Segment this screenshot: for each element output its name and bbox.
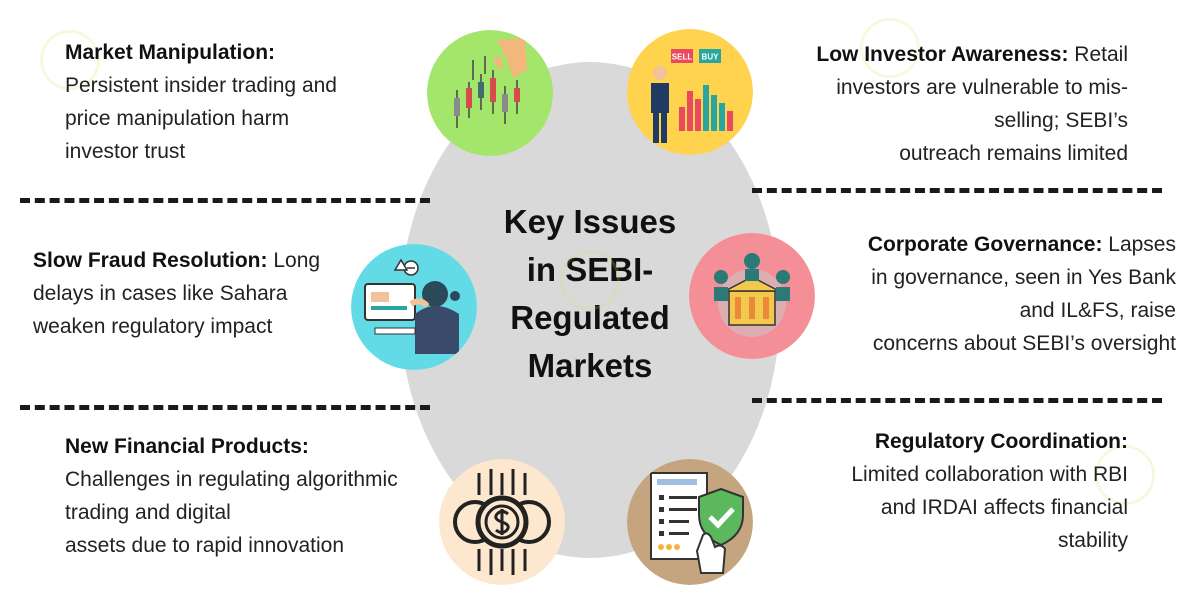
issue-slow-fraud-resolution: Slow Fraud Resolution: Long delays in ca… [33, 244, 373, 343]
issue-text-line: investors are vulnerable to mis- [836, 76, 1128, 99]
sell-label: SELL [672, 53, 693, 62]
watermark [860, 18, 920, 78]
issue-low-investor-awareness: Low Investor Awareness: Retail investors… [760, 38, 1128, 170]
digital-currency-icon [439, 459, 565, 585]
issue-text-line: weaken regulatory impact [33, 315, 273, 338]
issue-new-financial-products: New Financial Products: Challenges in re… [65, 430, 445, 562]
issue-regulatory-coordination: Regulatory Coordination: Limited collabo… [790, 425, 1128, 557]
watermark [1095, 445, 1155, 505]
issue-heading: Slow Fraud Resolution: [33, 249, 268, 272]
divider-left-bottom [20, 405, 430, 410]
issue-text-line: and IL&FS, raise [1019, 299, 1176, 322]
divider-left-top [20, 198, 430, 203]
issue-text-line: in governance, seen in Yes Bank [871, 266, 1176, 289]
issue-text-line: stability [1057, 529, 1128, 552]
issue-text-line: outreach remains limited [899, 142, 1128, 165]
watermark [560, 250, 620, 310]
issue-text-line: delays in cases like Sahara [33, 282, 288, 305]
issue-heading: Market Manipulation: [65, 41, 276, 64]
issue-heading: Corporate Governance: [867, 233, 1103, 256]
candlestick-chart-icon [427, 30, 553, 156]
issue-text-line: assets due to rapid innovation [65, 534, 345, 557]
issue-heading: Regulatory Coordination: [874, 430, 1128, 453]
issue-text-line: and IRDAI affects financial [880, 496, 1128, 519]
issue-corporate-governance: Corporate Governance: Lapses in governan… [800, 228, 1176, 360]
divider-right-top [752, 188, 1162, 193]
issue-text-line: trading and digital [65, 501, 231, 524]
issue-market-manipulation: Market Manipulation: Persistent insider … [65, 36, 405, 168]
issue-heading: Low Investor Awareness: [816, 43, 1069, 66]
issue-text: Lapses [1102, 233, 1176, 256]
issue-text-line: concerns about SEBI’s oversight [872, 332, 1176, 355]
issue-text-line: investor trust [65, 140, 186, 163]
issue-text-line: selling; SEBI’s [994, 109, 1128, 132]
governance-team-icon [689, 233, 815, 359]
issue-text: Long [267, 249, 321, 272]
issue-heading: New Financial Products: [65, 435, 309, 458]
investor-buy-sell-icon: SELL BUY [627, 29, 753, 155]
issue-text-line: price manipulation harm [65, 107, 290, 130]
watermark [40, 30, 100, 90]
issue-text-line: Persistent insider trading and [65, 74, 337, 97]
fraud-stress-icon [351, 244, 477, 370]
issue-text-line: Challenges in regulating algorithmic [65, 468, 398, 491]
issue-text-line: Limited collaboration with RBI [851, 463, 1128, 486]
divider-right-bottom [752, 398, 1162, 403]
buy-label: BUY [702, 53, 720, 62]
checklist-shield-icon [627, 459, 753, 585]
issue-text: Retail [1068, 43, 1128, 66]
